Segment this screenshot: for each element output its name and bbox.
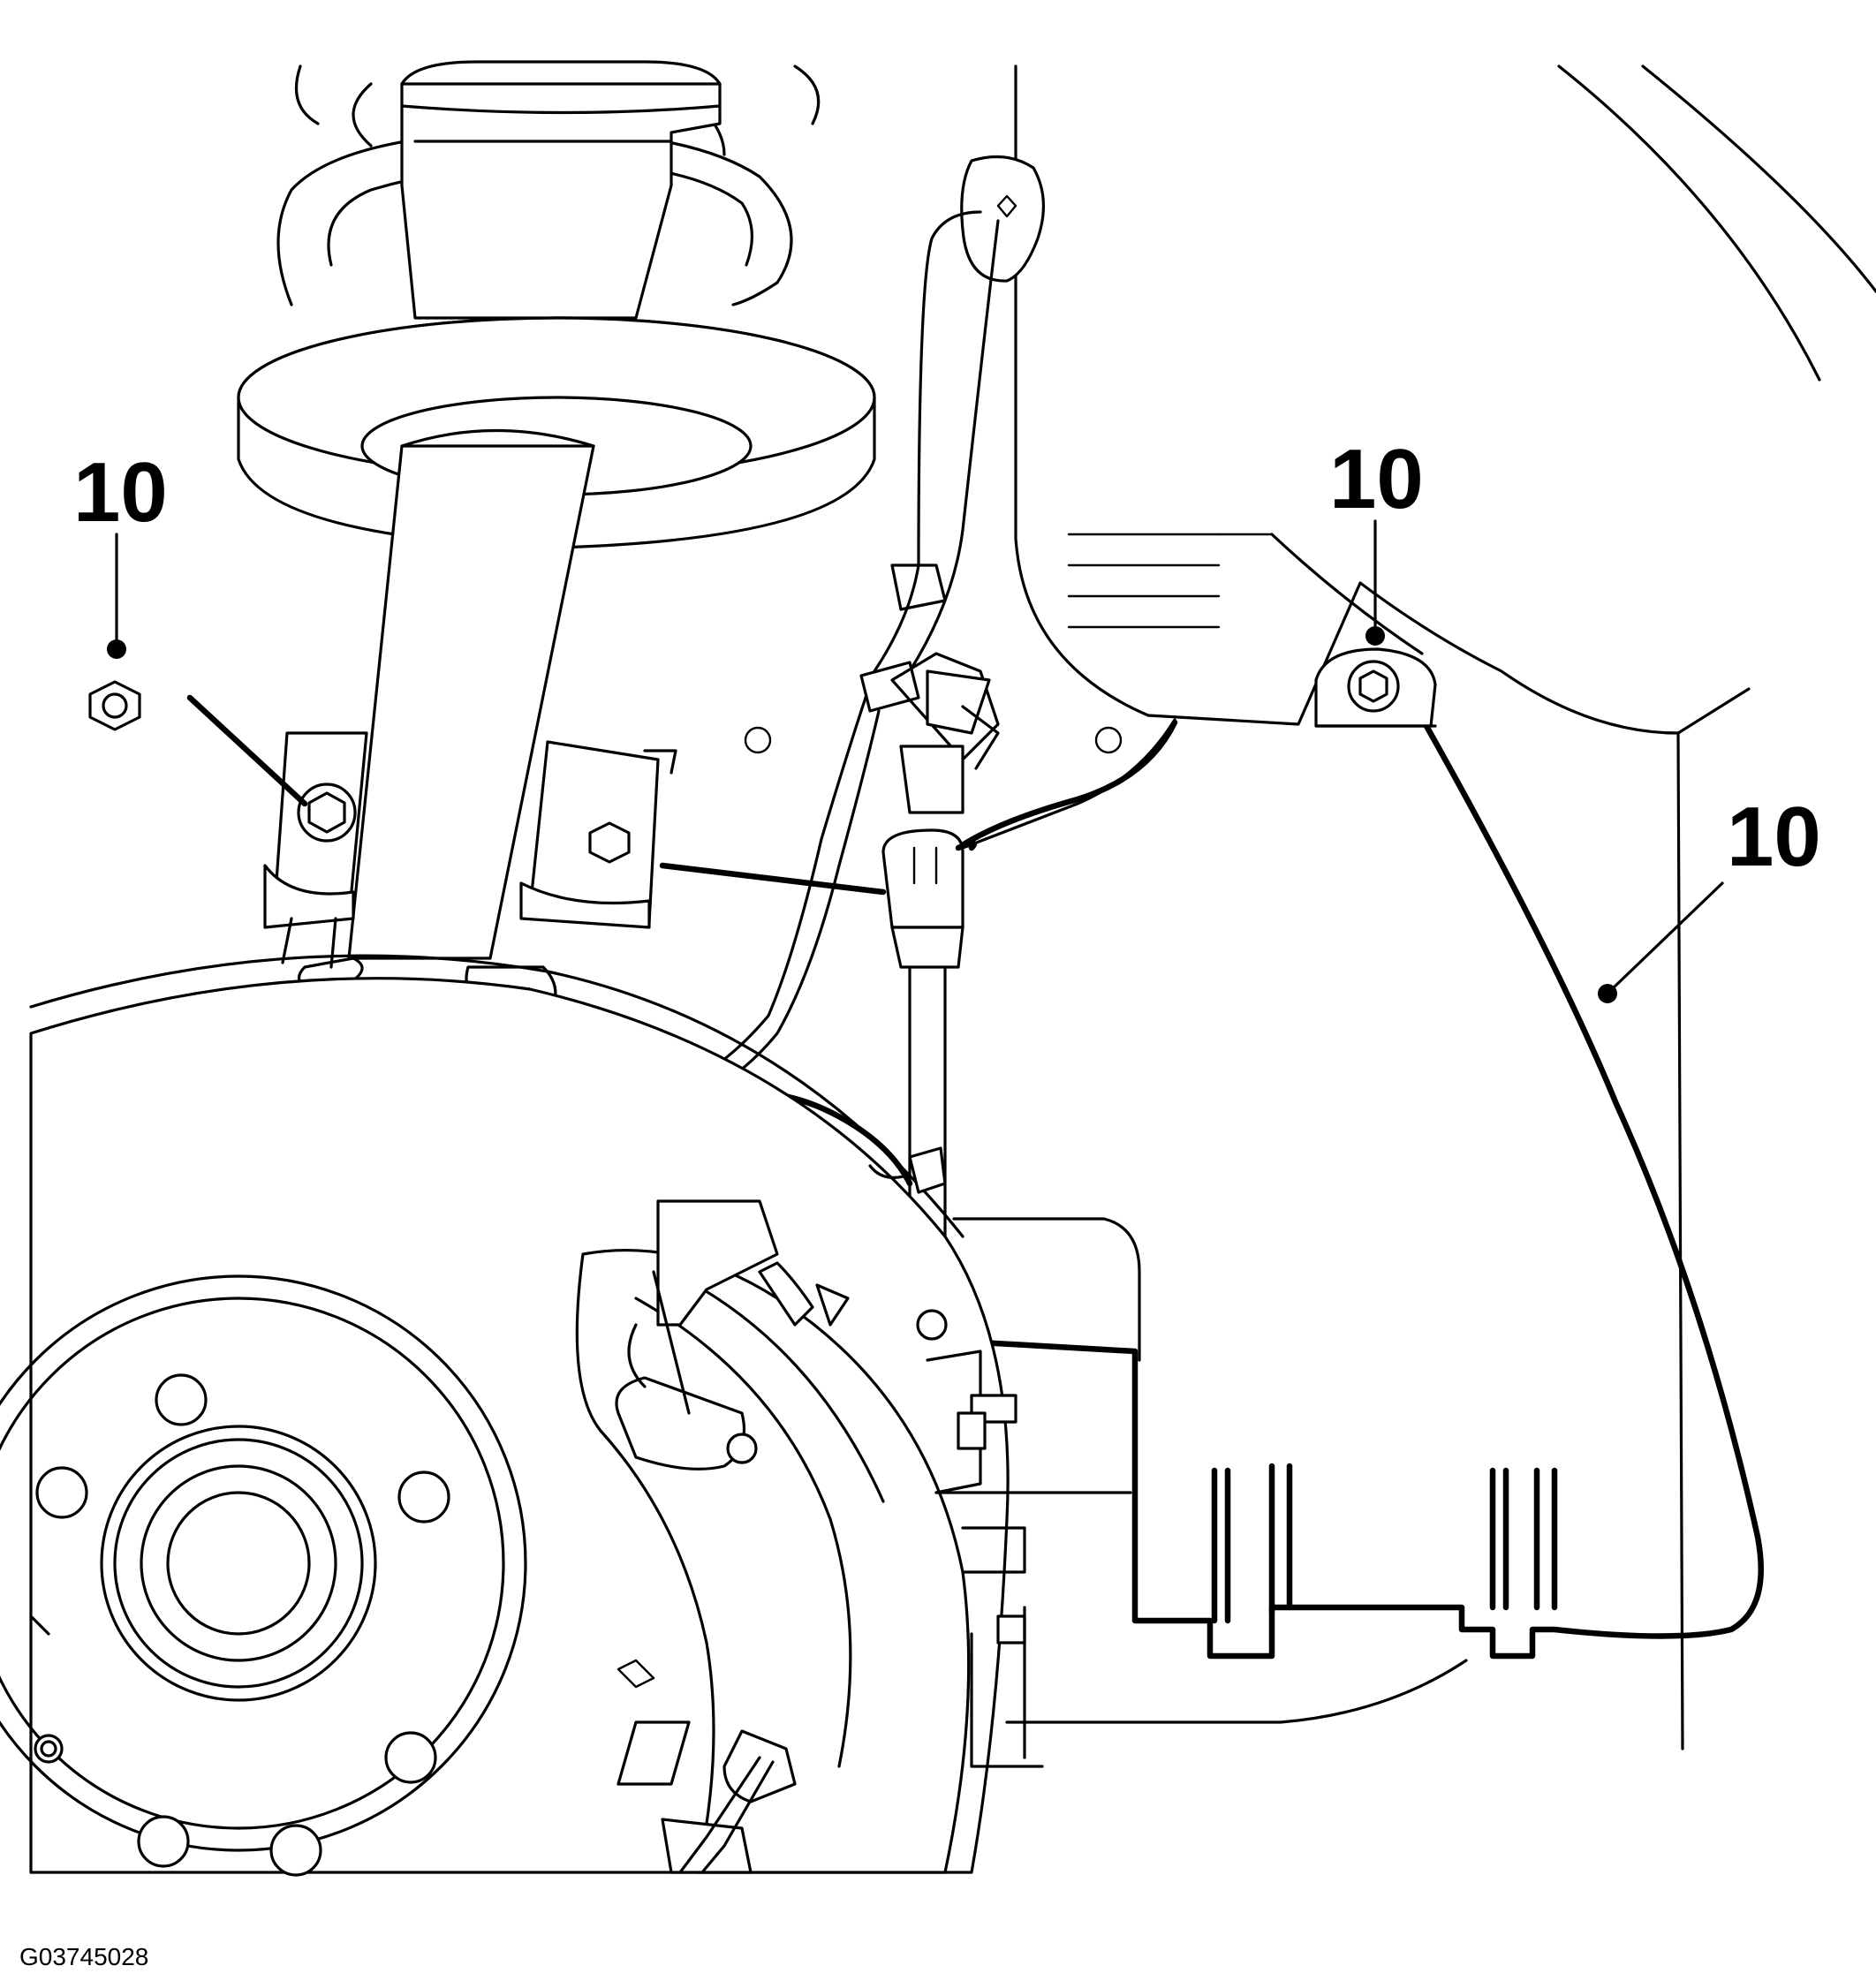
strut-clamp-bracket: [263, 731, 677, 1017]
upper-liner-fastener: [1270, 533, 1437, 728]
callout-label-right: 10: [1727, 790, 1821, 884]
brake-caliper: [575, 1199, 971, 1874]
wheelhouse-liner: [917, 718, 1764, 1660]
lower-suspension-links: [868, 1146, 1468, 1768]
wheelhouse-body-panel: [744, 64, 1876, 1750]
callout-top: 10: [1329, 432, 1424, 646]
strut-tube: [347, 428, 595, 960]
callout-label-left: 10: [73, 445, 168, 540]
callout-label-top: 10: [1329, 432, 1424, 526]
callout-left: 10: [73, 445, 308, 807]
loose-nut-icon: [88, 680, 141, 731]
figure-id-label: G03745028: [19, 1943, 148, 1970]
callout-right: 10: [1598, 790, 1821, 1003]
